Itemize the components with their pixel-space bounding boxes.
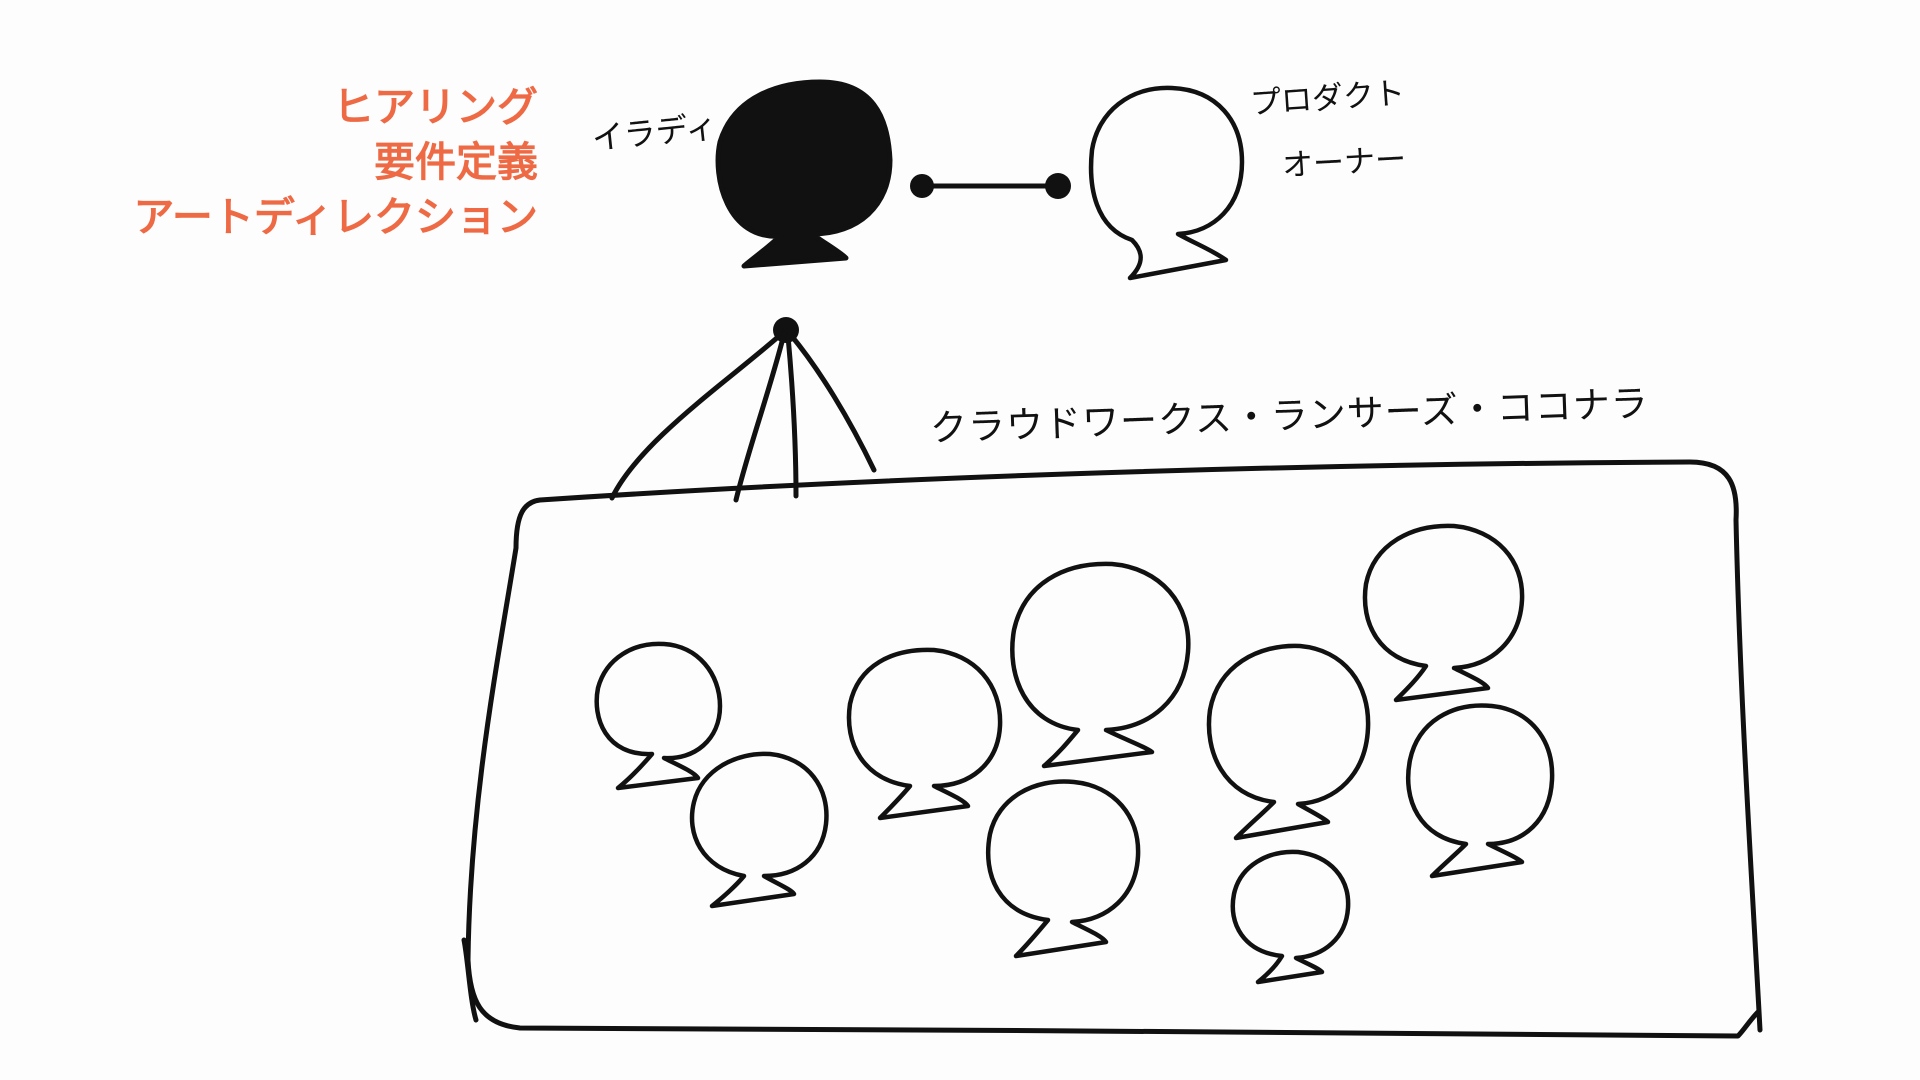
role-item-requirements: 要件定義: [374, 138, 538, 186]
crowd-bubble: [1362, 523, 1525, 703]
role-list: ヒアリング 要件定義 アートディレクション: [133, 80, 538, 245]
crowd-bubble: [1230, 849, 1351, 985]
product-owner-head-bubble: [1088, 85, 1245, 281]
crowd-bubble: [689, 751, 829, 909]
role-item-art-direction: アートディレクション: [133, 193, 538, 241]
director-po-connector: [910, 173, 1071, 199]
product-owner-label-line2: オーナー: [1281, 141, 1407, 184]
crowd-bubble: [1010, 561, 1191, 769]
crowd-bubble: [846, 647, 1003, 821]
product-owner-figure: [1088, 85, 1245, 281]
crowd-bubble: [1206, 643, 1371, 841]
outsourcing-connector: [609, 317, 877, 503]
role-item-hearing: ヒアリング: [333, 83, 538, 131]
crowd-bubble: [985, 779, 1141, 959]
crowd-bubble: [594, 641, 723, 791]
crowd-bubbles: [594, 523, 1555, 985]
director-head-bubble: [715, 79, 893, 269]
crowd-container-box: [465, 459, 1763, 1039]
director-figure: [715, 79, 893, 269]
crowd-bubble: [1405, 703, 1555, 879]
